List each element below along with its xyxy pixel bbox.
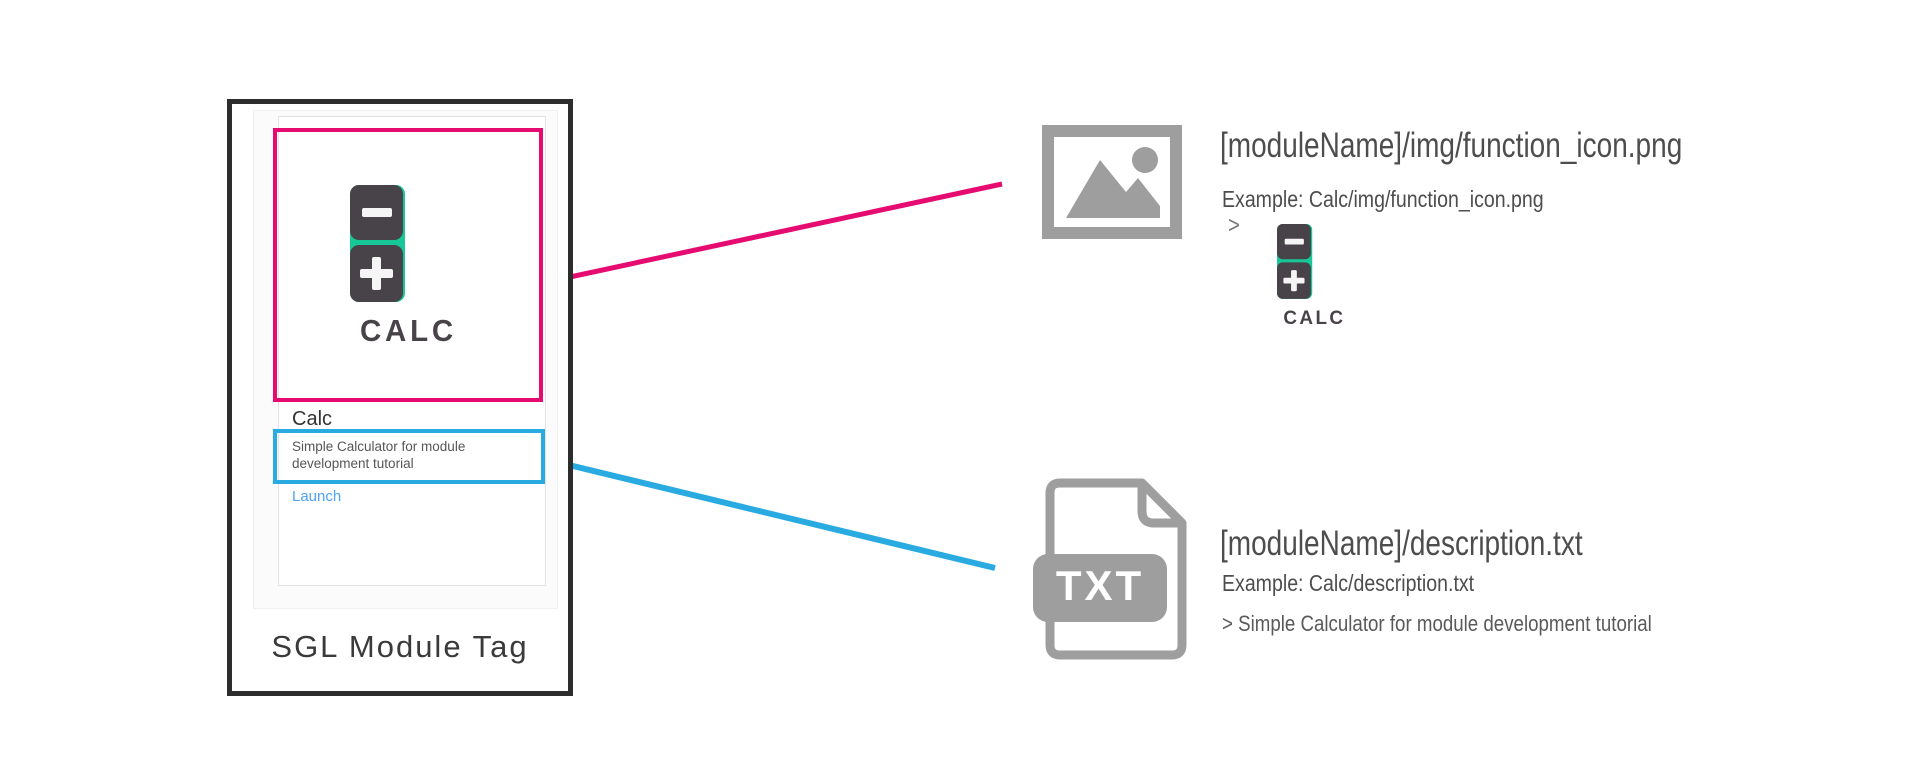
calc-logo-word: CALC	[1283, 305, 1346, 329]
calc-logo-word: CALC	[359, 313, 457, 348]
icon-preview-prompt: >	[1228, 212, 1240, 239]
icon-file-example: Example: Calc/img/function_icon.png	[1222, 186, 1544, 212]
plus-icon	[360, 257, 393, 290]
description-file-content: > Simple Calculator for module developme…	[1222, 611, 1652, 636]
description-file-example: Example: Calc/description.txt	[1222, 570, 1475, 596]
icon-highlight-box	[273, 128, 543, 402]
module-description: Simple Calculator for module development…	[292, 439, 466, 471]
icon-file-path: [moduleName]/img/function_icon.png	[1220, 126, 1683, 165]
module-tile	[278, 116, 546, 586]
minus-key	[1277, 224, 1311, 260]
description-file-path: [moduleName]/description.txt	[1220, 524, 1583, 563]
plus-key	[350, 245, 403, 302]
calc-app-icon: CALC	[350, 185, 467, 351]
launch-link[interactable]: Launch	[292, 488, 342, 505]
plus-icon	[1283, 270, 1305, 292]
minus-icon	[1284, 238, 1304, 245]
plus-key	[1277, 262, 1311, 299]
module-title: Calc	[292, 408, 333, 430]
image-placeholder-icon	[1042, 125, 1182, 239]
frame-label: SGL Module Tag	[271, 629, 529, 664]
txt-badge-label: TXT	[1056, 562, 1144, 609]
txt-file-icon: TXT	[1033, 478, 1187, 660]
description-highlight-box	[273, 429, 545, 484]
pink-connector-line	[541, 181, 1003, 286]
minus-key	[350, 185, 403, 240]
blue-connector-line	[543, 456, 996, 571]
calc-app-icon-preview: CALC	[1277, 224, 1352, 330]
minus-icon	[361, 208, 392, 217]
